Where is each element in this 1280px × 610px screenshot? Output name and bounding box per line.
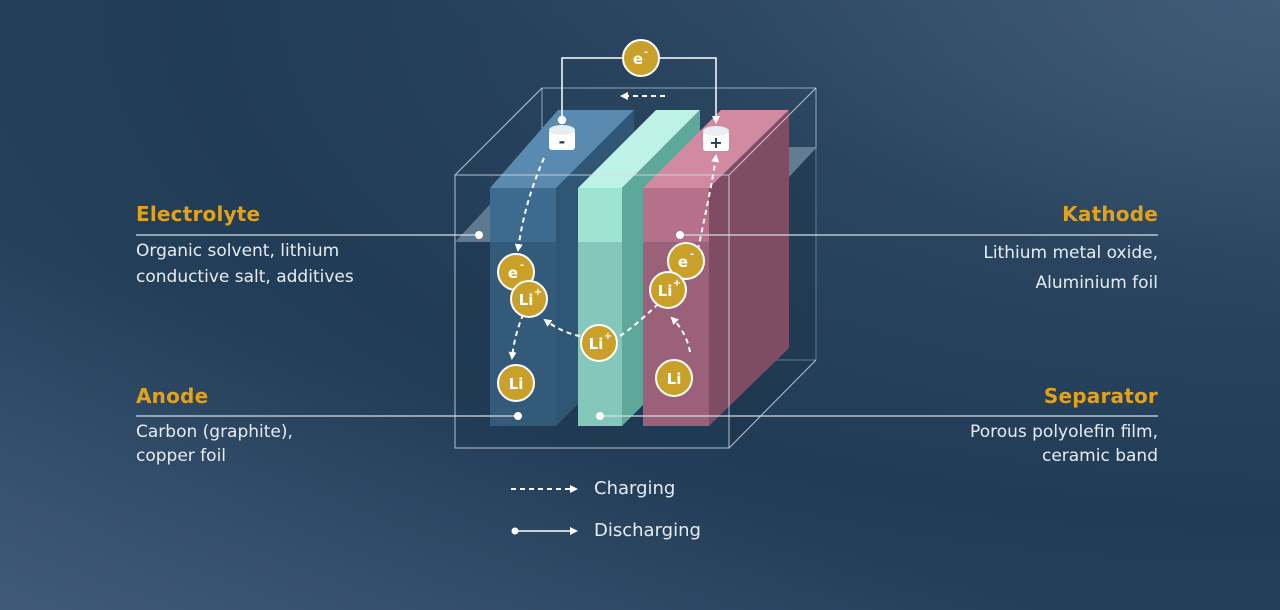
positive-terminal-sign: + [709,133,722,152]
kathode-label: Kathode Lithium metal oxide, Aluminium f… [983,202,1158,298]
anode-desc-line2: copper foil [136,446,227,466]
negative-terminal: - [549,125,575,151]
anode-desc-line1: Carbon (graphite), [136,422,293,442]
electron-badge-cathode: e - [667,242,705,280]
svg-text:+: + [534,287,542,298]
electrolyte-desc-line2: conductive salt, additives [136,267,354,287]
positive-terminal: + [703,126,729,152]
svg-text:Li: Li [509,375,524,393]
lithium-ion-badge-separator: Li + [580,324,618,362]
lithium-ion-badge-cathode: Li + [649,271,687,309]
svg-text:Li: Li [519,291,534,309]
svg-text:e: e [508,264,518,282]
electrolyte-title: Electrolyte [136,202,261,226]
svg-text:Li: Li [667,370,682,388]
lithium-badge-anode: Li [497,364,535,402]
svg-text:-: - [690,249,694,260]
charging-path-cathode [670,154,720,353]
anode-label: Anode Carbon (graphite), copper foil [136,384,293,468]
svg-text:e: e [678,253,688,271]
separator-desc-line1: Porous polyolefin film, [970,422,1158,442]
electrolyte-label: Electrolyte Organic solvent, lithium con… [136,202,354,290]
kathode-desc-line1: Lithium metal oxide, [983,243,1158,263]
svg-text:Li: Li [589,335,604,353]
svg-text:-: - [520,260,524,271]
electron-badge-circuit: e - [622,39,660,77]
legend-discharging-line [511,527,578,535]
separator-title: Separator [1043,384,1158,408]
negative-terminal-sign: - [559,132,566,151]
kathode-title: Kathode [1062,202,1158,226]
electrolyte-desc-line1: Organic solvent, lithium [136,241,340,261]
legend-charging-label: Charging [594,478,676,499]
svg-text:Li: Li [658,282,673,300]
lithium-badge-cathode: Li [655,359,693,397]
kathode-desc-line2: Aluminium foil [1035,273,1158,293]
legend-discharging-label: Discharging [594,520,701,541]
svg-text:-: - [644,47,648,58]
charging-path-separator [543,299,663,337]
anode-title: Anode [136,384,209,408]
svg-text:+: + [673,278,681,289]
svg-text:e: e [633,50,643,68]
label-dots [475,231,684,420]
label-lines [136,234,1158,417]
lithium-ion-badge-anode: Li + [510,280,548,318]
separator-desc-line2: ceramic band [1041,446,1158,466]
svg-text:+: + [604,331,612,342]
separator-label: Separator Porous polyolefin film, cerami… [970,384,1158,468]
box-front-edges [454,87,817,449]
